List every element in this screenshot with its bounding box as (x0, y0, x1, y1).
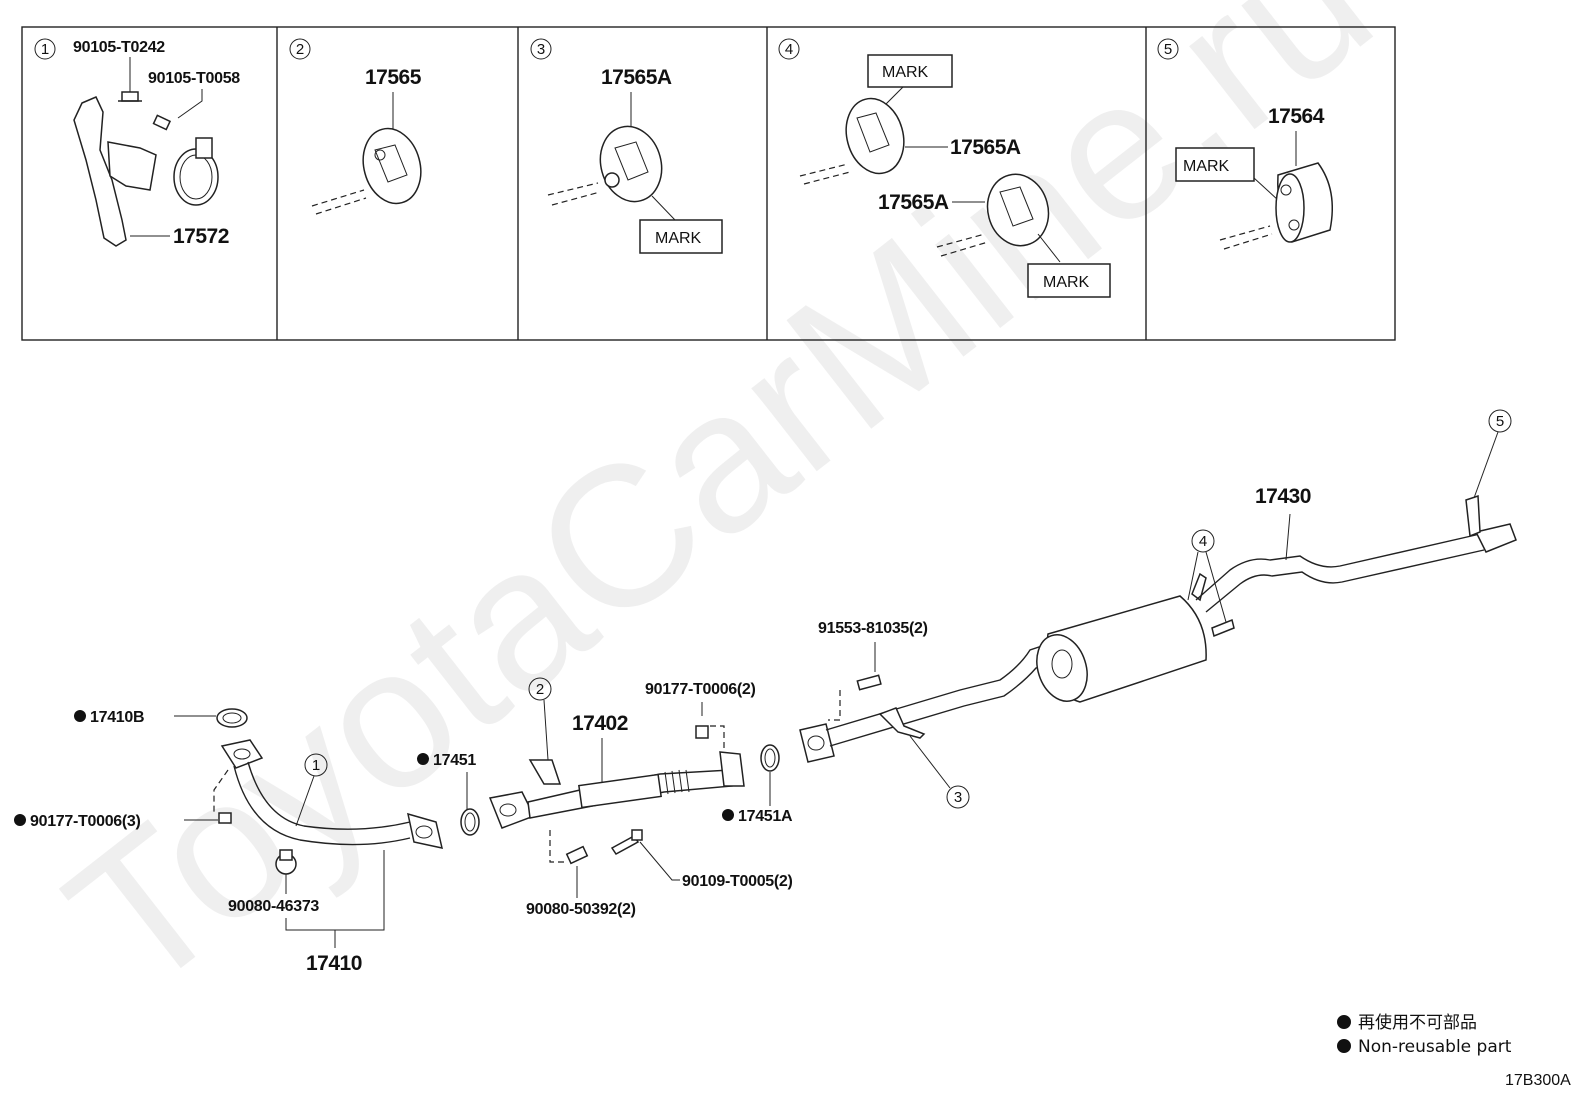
part-90177-T0006-2: 90177-T0006(2) (645, 681, 756, 698)
callout-4: 4 (1199, 533, 1207, 550)
part-90080-46373: 90080-46373 (228, 898, 319, 915)
callout-3: 3 (954, 789, 962, 806)
part-90080-50392-2: 90080-50392(2) (526, 901, 636, 918)
center-pipe-assembly: 2 17402 90177-T0006(2) 90109-T0005(2) 90… (488, 677, 793, 918)
part-90105-T0242: 90105-T0242 (73, 39, 165, 56)
gasket-17451A: 17451A (722, 744, 793, 825)
part-17402: 17402 (572, 712, 628, 735)
diagram-code: 17B300A (1505, 1072, 1571, 1089)
part-17430: 17430 (1255, 485, 1311, 508)
part-17410B: 17410B (90, 709, 144, 726)
panel-number-5: 5 (1164, 41, 1172, 58)
tail-pipe-assembly: 91553-81035(2) 3 4 17430 5 (799, 409, 1517, 809)
non-reusable-dot (14, 814, 26, 826)
panel-number-2: 2 (296, 41, 304, 58)
front-pipe-assembly: 17410B 90177-T0006(3) 90080-46373 17410 … (14, 708, 443, 975)
panel-number-1: 1 (41, 41, 49, 58)
callout-2: 2 (536, 681, 544, 698)
part-90105-T0058: 90105-T0058 (148, 70, 240, 87)
mark-label: MARK (882, 64, 929, 81)
legend-en: Non-reusable part (1358, 1037, 1512, 1057)
non-reusable-dot (74, 710, 86, 722)
non-reusable-dot (417, 753, 429, 765)
detail-panel-5: 5 17564 MARK (1157, 38, 1333, 250)
detail-panel-1: 1 90105-T0242 90105-T0058 17572 (34, 38, 241, 248)
mark-label: MARK (1043, 274, 1090, 291)
part-17565A: 17565A (878, 191, 949, 214)
mark-label: MARK (655, 230, 702, 247)
legend: 再使用不可部品 Non-reusable part (1337, 1012, 1512, 1057)
detail-panel-2: 2 17565 (289, 38, 422, 215)
panel-number-3: 3 (537, 41, 545, 58)
part-90109-T0005-2: 90109-T0005(2) (682, 873, 793, 890)
part-17451A: 17451A (738, 808, 793, 825)
part-17565A: 17565A (601, 66, 672, 89)
detail-panels (21, 26, 1396, 341)
gasket-17451: 17451 (417, 752, 480, 836)
part-17565A: 17565A (950, 136, 1021, 159)
part-17410: 17410 (306, 952, 362, 975)
non-reusable-dot (722, 809, 734, 821)
part-17572: 17572 (173, 225, 229, 248)
non-reusable-dot (1337, 1039, 1351, 1053)
part-17565: 17565 (365, 66, 422, 89)
part-17451: 17451 (433, 752, 476, 769)
non-reusable-dot (1337, 1015, 1351, 1029)
callout-5: 5 (1496, 413, 1504, 430)
detail-panel-4: 4 MARK 17565A 17565A MARK (778, 38, 1111, 298)
part-17564: 17564 (1268, 105, 1325, 128)
legend-jp: 再使用不可部品 (1358, 1012, 1477, 1033)
detail-panel-3: 3 17565A MARK (530, 38, 723, 254)
part-91553-81035-2: 91553-81035(2) (818, 620, 928, 637)
mark-label: MARK (1183, 158, 1230, 175)
part-90177-T0006-3: 90177-T0006(3) (30, 813, 141, 830)
panel-number-4: 4 (785, 41, 793, 58)
callout-1: 1 (312, 757, 320, 774)
